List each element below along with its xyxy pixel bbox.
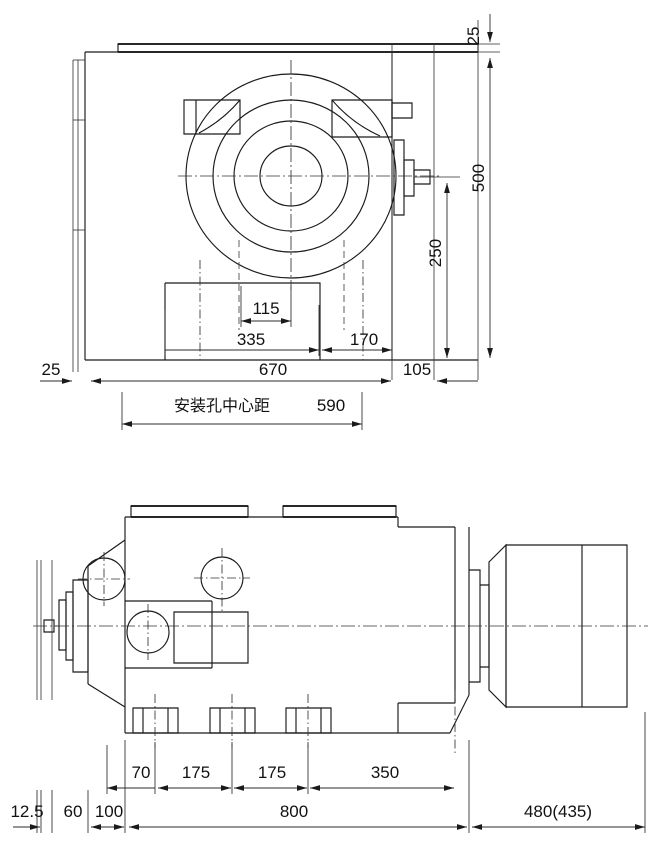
inspection-window bbox=[173, 611, 249, 664]
note-mounting-hole-pitch-label: 安装孔中心距 bbox=[174, 396, 270, 415]
top-view-centerlines bbox=[178, 60, 440, 360]
bottom-view-dimensions: 70 175 175 350 12.5 60 bbox=[10, 712, 646, 833]
inlet-lug-right bbox=[331, 99, 393, 138]
bottom-view-group bbox=[33, 505, 648, 755]
dim-label-670: 670 bbox=[259, 360, 287, 379]
boss-circle-lower-left bbox=[126, 604, 170, 660]
mounting-foot-block-2 bbox=[209, 694, 256, 748]
mounting-foot-block-1 bbox=[132, 694, 179, 748]
dim-label-70: 70 bbox=[132, 763, 151, 782]
boss-circle-upper-left bbox=[78, 552, 130, 606]
dim-label-60: 60 bbox=[64, 802, 83, 821]
dim-label-115: 115 bbox=[252, 299, 279, 318]
dim-label-12p5: 12.5 bbox=[10, 802, 43, 821]
dim-label-105: 105 bbox=[403, 360, 431, 379]
dimension-25-left: 25 bbox=[40, 360, 72, 384]
mounting-foot-block-3 bbox=[285, 694, 332, 748]
dimension-60: 60 bbox=[51, 790, 89, 833]
dimension-250: 250 bbox=[414, 176, 460, 358]
dimension-670: 670 bbox=[91, 360, 391, 384]
dimension-175-a: 175 bbox=[158, 742, 233, 794]
inlet-lug-left bbox=[183, 99, 241, 135]
dim-label-25-left: 25 bbox=[42, 360, 61, 379]
dim-label-250: 250 bbox=[426, 239, 445, 267]
top-view-dimensions: 25 500 250 115 335 bbox=[40, 14, 500, 430]
dimension-590-mounting-pitch: 安装孔中心距 590 bbox=[121, 392, 363, 430]
dimension-100: 100 bbox=[91, 740, 126, 833]
dim-label-500: 500 bbox=[469, 164, 488, 192]
dim-label-175-a: 175 bbox=[182, 763, 210, 782]
dimension-12p5: 12.5 bbox=[10, 790, 44, 833]
dim-label-335: 335 bbox=[237, 330, 265, 349]
dim-label-480-435: 480(435) bbox=[524, 802, 592, 821]
boss-circle-upper-mid bbox=[194, 548, 250, 612]
shaft-flange-assembly bbox=[391, 102, 431, 216]
dim-label-590: 590 bbox=[317, 396, 345, 415]
dim-label-800: 800 bbox=[280, 802, 308, 821]
dimension-800: 800 bbox=[129, 740, 470, 833]
dimension-175-b: 175 bbox=[234, 742, 309, 794]
dimension-335: 335 bbox=[164, 305, 320, 356]
dim-label-175-b: 175 bbox=[258, 763, 286, 782]
dimension-480-435: 480(435) bbox=[472, 712, 646, 833]
dim-label-350: 350 bbox=[371, 763, 399, 782]
dimension-115: 115 bbox=[240, 286, 292, 327]
top-view-group bbox=[72, 20, 479, 380]
dimension-70: 70 bbox=[106, 742, 156, 794]
dimension-500: 500 bbox=[469, 58, 493, 358]
dim-label-25-top: 25 bbox=[464, 27, 483, 46]
bottom-view-centerlines bbox=[33, 625, 648, 755]
dimension-350: 350 bbox=[310, 763, 454, 791]
gearbox-body-outline bbox=[124, 516, 470, 734]
dimension-25-top: 25 bbox=[464, 14, 500, 53]
left-edge-rails bbox=[72, 59, 85, 372]
dimension-170: 170 bbox=[322, 330, 392, 353]
dim-label-100: 100 bbox=[95, 802, 123, 821]
dim-label-170: 170 bbox=[350, 330, 378, 349]
dimension-105: 105 bbox=[403, 360, 478, 384]
